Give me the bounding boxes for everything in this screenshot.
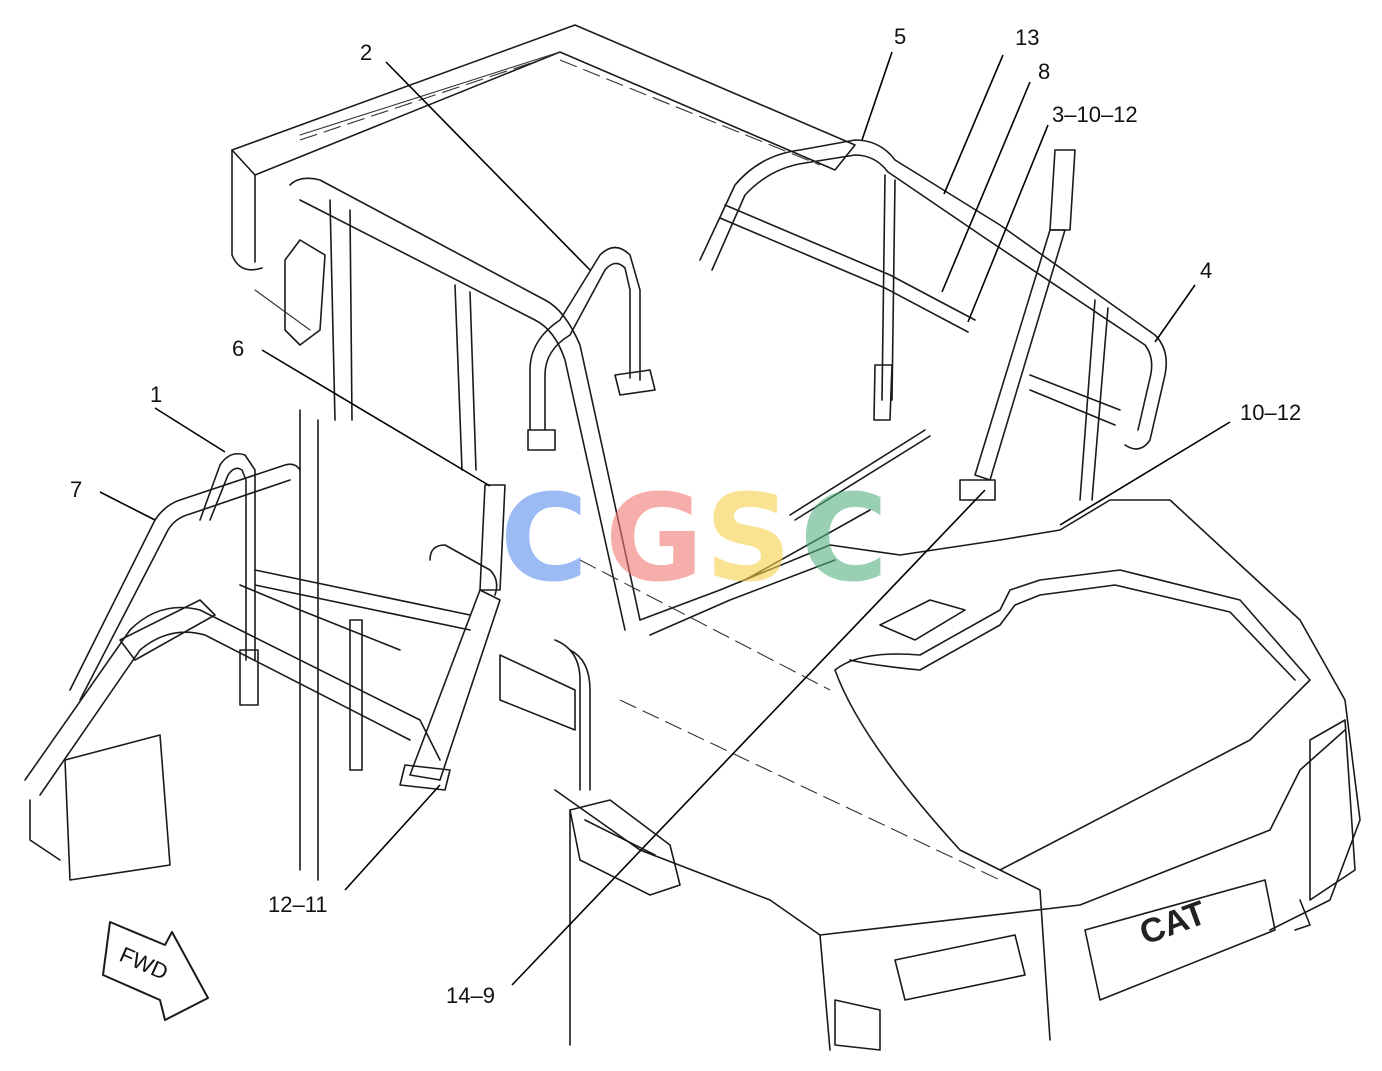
callout-14-9: 14–9 (446, 983, 495, 1008)
watermark-letter-c2: C (800, 470, 888, 609)
left-fender (24, 599, 441, 881)
watermark-letter-s: S (705, 470, 791, 609)
callout-13: 13 (1015, 25, 1039, 50)
wiper (744, 429, 931, 581)
upper-railing (699, 139, 1168, 501)
callout-5: 5 (894, 24, 906, 49)
rear-grab-handle (527, 246, 656, 451)
callout-3-10-12: 3–10–12 (1052, 102, 1138, 127)
cgsc-watermark: C G S C (500, 470, 888, 609)
cab-frame (254, 177, 641, 881)
leader-lines (99, 51, 1231, 986)
machine-body (554, 499, 1361, 1051)
fwd-direction-arrow: FWD (102, 921, 209, 1021)
callout-7: 7 (70, 477, 82, 502)
callout-12-11: 12–11 (268, 892, 328, 917)
watermark-letter-g: G (605, 470, 704, 609)
callout-6: 6 (232, 336, 244, 361)
callout-8: 8 (1038, 59, 1050, 84)
cab-roof (231, 24, 856, 271)
left-rear-railing (69, 452, 471, 771)
gas-strut (873, 149, 1076, 501)
cat-logo: CAT (1135, 894, 1212, 953)
callout-10-12: 10–12 (1240, 400, 1301, 425)
callout-labels: 1 2 4 5 6 7 8 13 3–10–12 10–12 12–11 14–… (70, 24, 1301, 1008)
callout-4: 4 (1200, 258, 1212, 283)
callout-2: 2 (360, 40, 372, 65)
side-ladder (399, 484, 591, 791)
fwd-label: FWD (116, 942, 172, 985)
callout-1: 1 (150, 382, 162, 407)
watermark-letter-c1: C (500, 470, 588, 609)
